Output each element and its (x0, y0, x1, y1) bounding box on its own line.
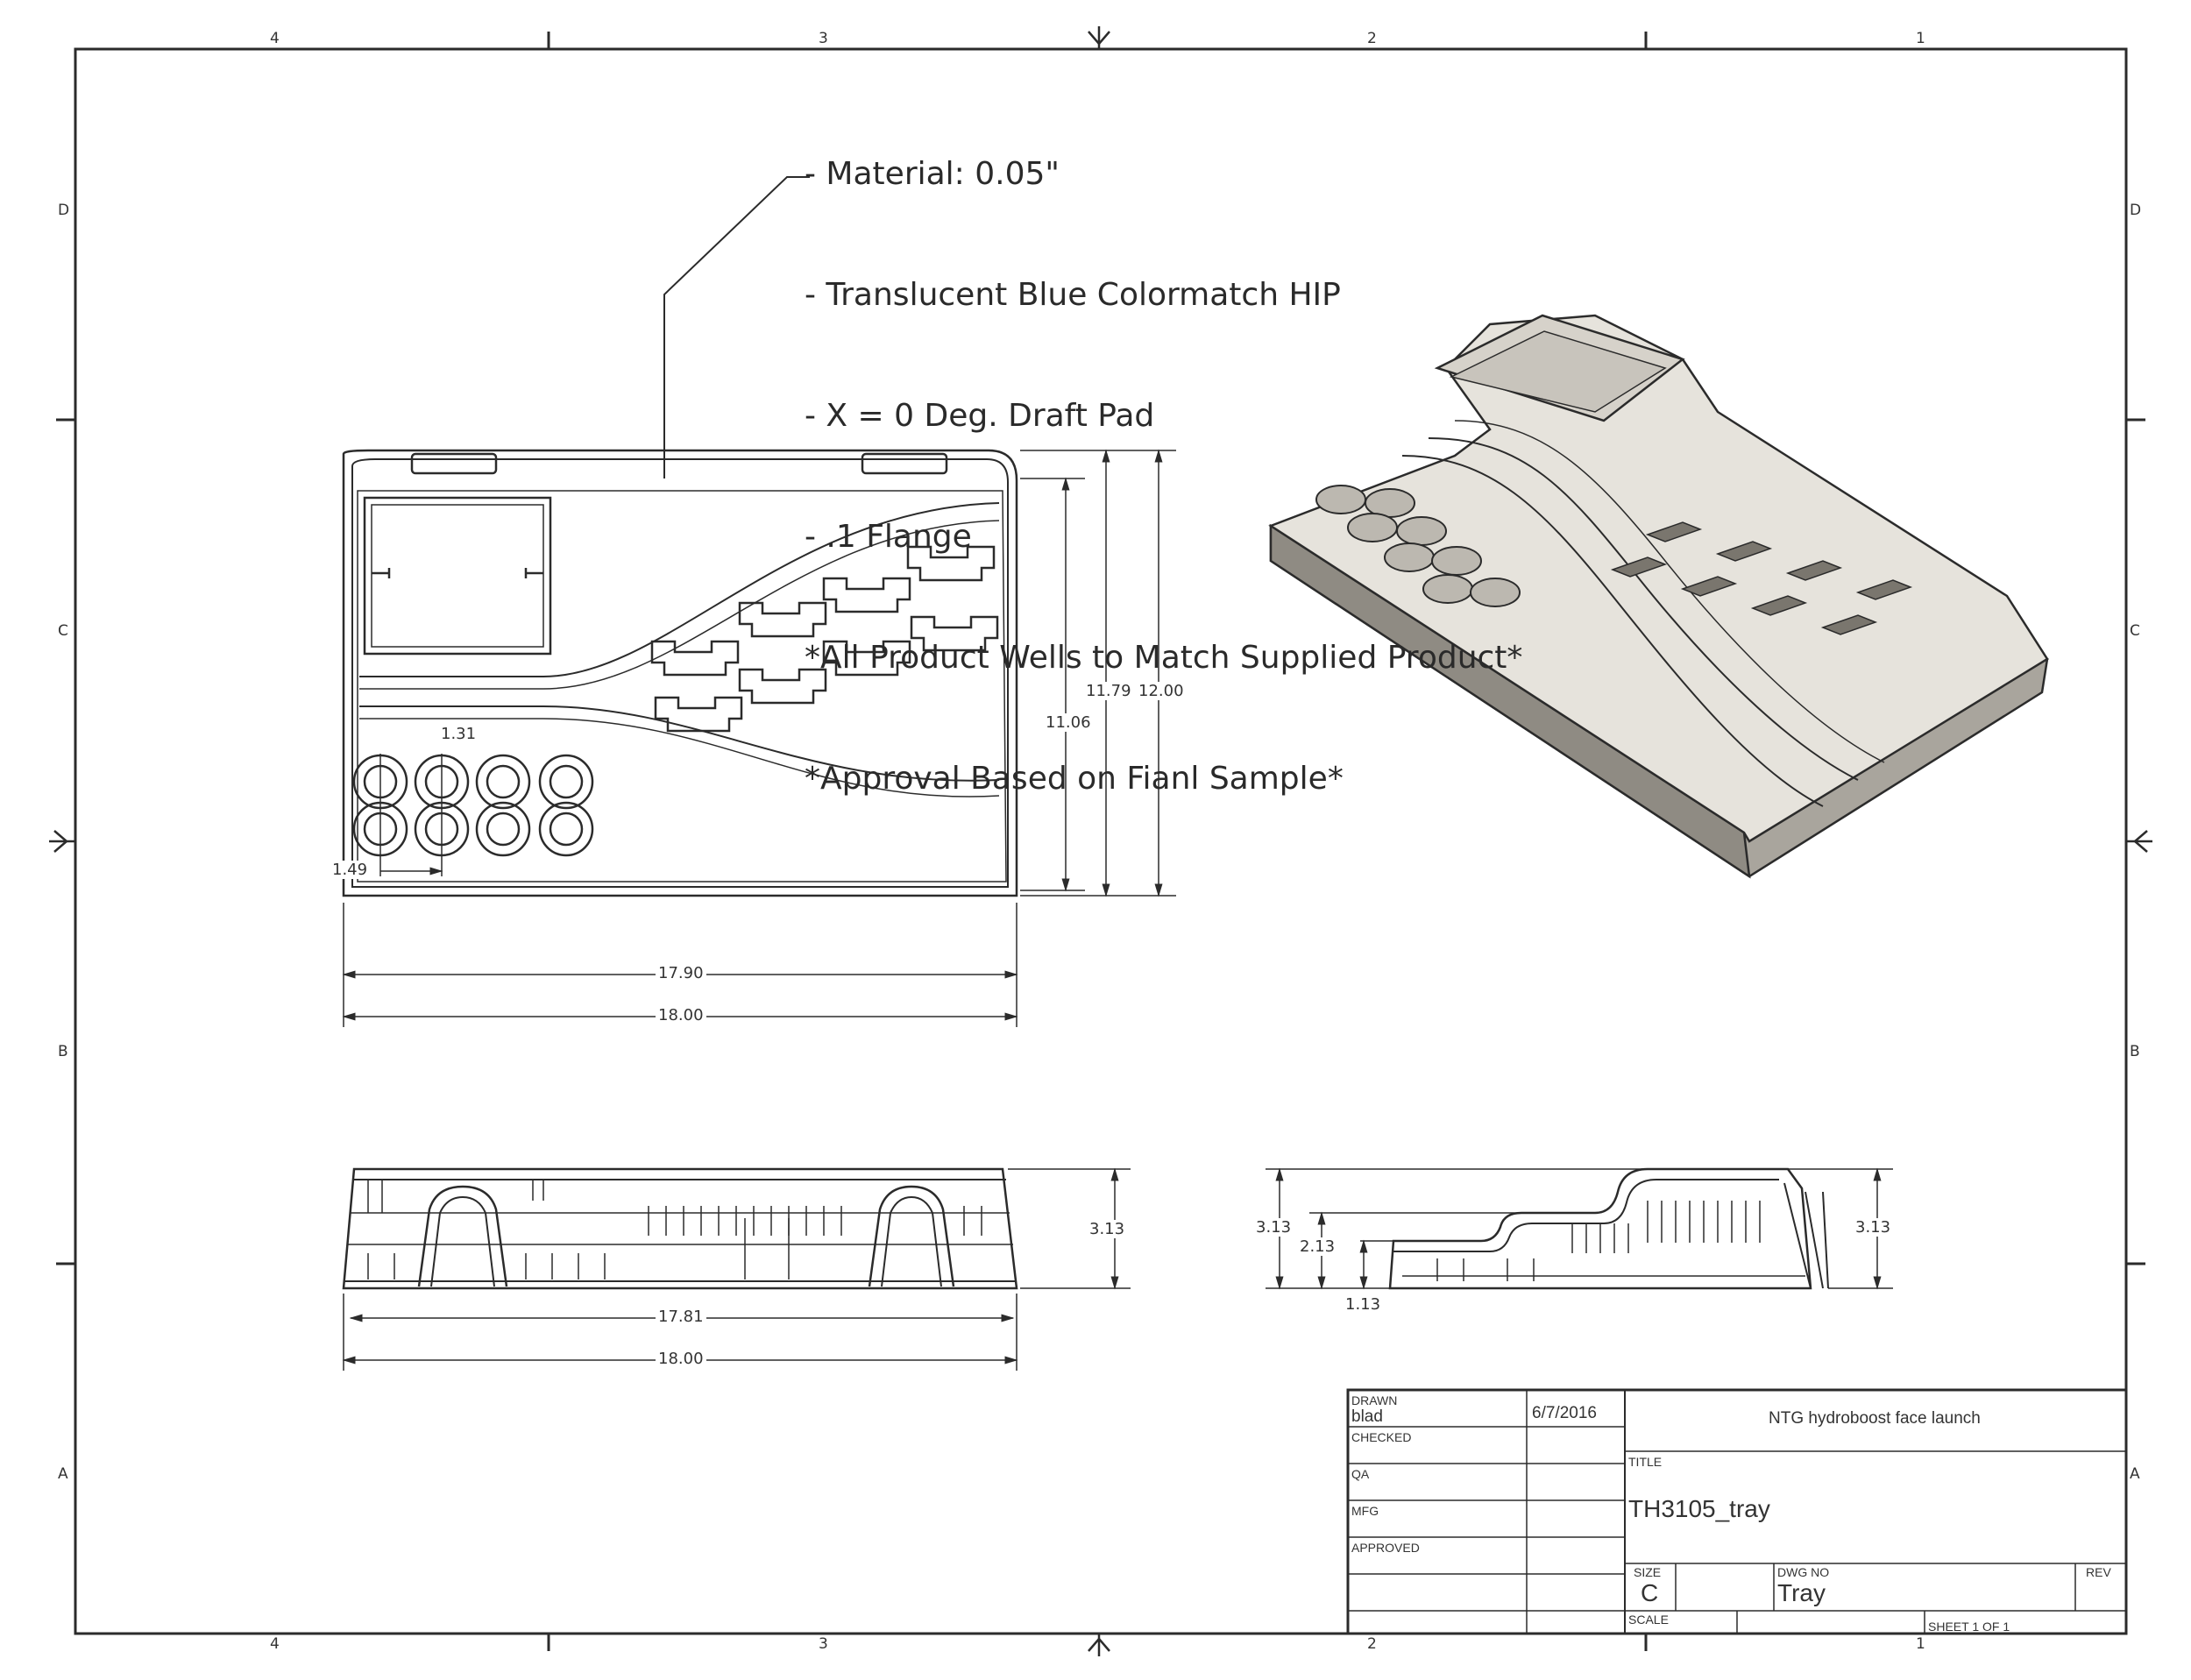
dim-inner-width: 17.90 (656, 964, 706, 982)
top-view-dimensions (342, 449, 1176, 1027)
dim-overall-width: 18.00 (656, 1006, 706, 1024)
front-view (342, 1167, 1018, 1290)
checked-label: CHECKED (1351, 1430, 1412, 1444)
side-view-dimensions (1266, 1167, 1893, 1290)
sheet-border (49, 26, 2152, 1656)
zone-col-1-top: 1 (1916, 30, 1925, 47)
notes-leader (663, 176, 810, 478)
size-label: SIZE (1634, 1565, 1662, 1579)
zone-col-3-top: 3 (819, 30, 828, 47)
zone-row-a-left: A (58, 1465, 68, 1483)
zone-row-d-right: D (2130, 202, 2142, 219)
zone-col-1-bottom: 1 (1916, 1635, 1925, 1653)
title-label: TITLE (1628, 1455, 1663, 1469)
dim-side-overall-height-left: 3.13 (1253, 1218, 1294, 1237)
mfg-label: MFG (1351, 1504, 1379, 1518)
top-view (342, 449, 1018, 897)
zone-row-d-left: D (58, 202, 70, 219)
isometric-view (1268, 314, 2049, 879)
zone-row-a-right: A (2130, 1465, 2140, 1483)
dim-inner-height: 11.06 (1043, 713, 1094, 732)
rev-label: REV (2086, 1565, 2111, 1579)
sheet-size: C (1641, 1579, 1659, 1606)
note-wells: *All Product Wells to Match Supplied Pro… (805, 640, 1523, 676)
dim-side-low-height: 1.13 (1343, 1295, 1384, 1314)
note-color: - Translucent Blue Colormatch HIP (805, 277, 1341, 313)
note-flange: - .1 Flange (805, 519, 972, 555)
zone-row-c-left: C (58, 622, 68, 640)
sheet-number: SHEET 1 OF 1 (1928, 1620, 2010, 1634)
drawn-by: blad (1351, 1407, 1383, 1426)
dim-front-height: 3.13 (1087, 1220, 1128, 1238)
note-material: - Material: 0.05" (805, 156, 1060, 192)
note-draft: - X = 0 Deg. Draft Pad (805, 398, 1155, 434)
qa-label: QA (1351, 1467, 1370, 1481)
zone-col-2-top: 2 (1367, 30, 1377, 47)
zone-col-2-bottom: 2 (1367, 1635, 1377, 1653)
dim-side-step-height: 2.13 (1297, 1237, 1338, 1256)
zone-row-b-left: B (58, 1043, 68, 1060)
scale-label: SCALE (1628, 1613, 1669, 1627)
general-notes: - Material: 0.05" - Translucent Blue Col… (805, 74, 1522, 840)
front-view-dimensions (342, 1167, 1131, 1371)
dwg-no: Tray (1777, 1579, 1826, 1606)
zone-col-4-top: 4 (270, 30, 280, 47)
dim-well-offset: 1.49 (330, 861, 371, 879)
zone-row-b-right: B (2130, 1043, 2140, 1060)
dim-side-overall-height-right: 3.13 (1853, 1218, 1894, 1237)
note-approval: *Approval Based on Fianl Sample* (805, 761, 1344, 797)
approved-label: APPROVED (1351, 1541, 1420, 1555)
zone-row-c-right: C (2130, 622, 2140, 640)
drawn-date: 6/7/2016 (1532, 1404, 1597, 1422)
dim-front-overall-width: 18.00 (656, 1350, 706, 1368)
dim-well-pitch: 1.31 (438, 725, 479, 743)
project-name: NTG hydroboost face launch (1769, 1409, 1981, 1428)
dim-overall-height: 12.00 (1136, 682, 1187, 700)
drawn-label: DRAWN (1351, 1393, 1398, 1407)
dim-mid-height: 11.79 (1083, 682, 1134, 700)
zone-col-4-bottom: 4 (270, 1635, 280, 1653)
zone-col-3-bottom: 3 (819, 1635, 828, 1653)
dim-front-inner-width: 17.81 (656, 1308, 706, 1326)
title-block (1346, 1388, 2128, 1635)
drawing-title: TH3105_tray (1628, 1495, 1770, 1522)
dwg-no-label: DWG NO (1777, 1565, 1830, 1579)
side-view (1388, 1167, 1829, 1290)
